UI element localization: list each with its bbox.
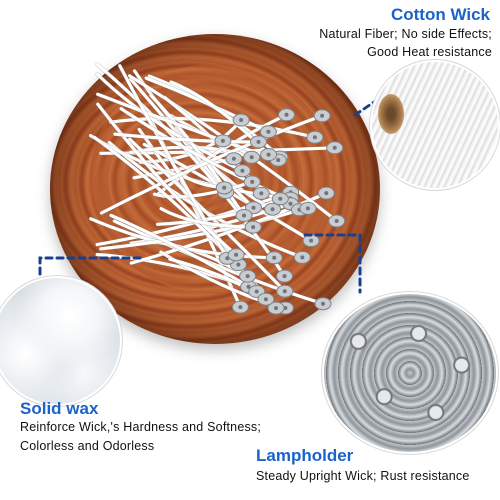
wick-disc-hole: [266, 152, 271, 157]
wick-strand: [95, 62, 287, 278]
wick-disc-hole: [250, 179, 255, 184]
wick-strand: [144, 76, 270, 134]
wick-disc-hole: [259, 191, 264, 196]
wick-disc-hole: [231, 156, 236, 161]
lamp-leader-line: [303, 233, 362, 294]
wick-disc-hole: [220, 138, 225, 143]
wick-disc-hole: [251, 225, 256, 230]
wick-disc-hole: [251, 205, 256, 210]
wick-disc-hole: [270, 207, 275, 212]
wick-strand: [113, 132, 261, 144]
cotton-wick-title: Cotton Wick: [390, 5, 490, 24]
wick-disc-hole: [274, 306, 278, 311]
wick-strand: [149, 93, 246, 218]
wick-disc-hole: [234, 252, 239, 257]
wick-disc-hole: [288, 201, 293, 206]
cotton-wick-desc-line2: Good Heat resistance: [367, 45, 492, 59]
wick-disc-hole: [236, 262, 241, 267]
solid-wax-title: Solid wax: [20, 399, 99, 418]
wick-strand: [129, 191, 328, 265]
wick-disc-hole: [256, 139, 261, 144]
lampholder-desc-line1: Steady Upright Wick; Rust resistance: [256, 469, 470, 483]
wick-disc-hole: [312, 135, 317, 140]
lampholder-title: Lampholder: [256, 446, 354, 465]
wick-disc-hole: [276, 158, 281, 163]
wick-disc-hole: [242, 213, 246, 218]
wick-strand: [112, 219, 325, 306]
wick-strand: [99, 114, 324, 215]
wick-strand: [159, 207, 255, 229]
wick-disc-hole: [263, 297, 268, 302]
wick-disc-hole: [240, 168, 245, 173]
wax-leader-line: [38, 256, 142, 284]
wick-disc-hole: [309, 238, 314, 243]
cotton-thread-spool-photo: [370, 60, 500, 190]
wick-disc-hole: [321, 301, 325, 306]
solid-wax-desc-line2: Colorless and Odorless: [20, 439, 155, 453]
wick-strand: [96, 102, 238, 257]
wick-strand: [155, 113, 289, 197]
wick-disc-hole: [282, 289, 287, 294]
wick-disc-hole: [239, 118, 244, 122]
wick-disc-hole: [246, 284, 251, 289]
wick-disc-hole: [324, 191, 329, 196]
wick-disc-hole: [238, 305, 243, 310]
wick-disc-hole: [222, 185, 227, 190]
wick-disc-hole: [249, 155, 254, 160]
wick-disc-hole: [278, 196, 283, 201]
wick-disc-hole: [305, 206, 310, 211]
spool-core: [378, 94, 404, 134]
wick-strand: [152, 180, 254, 199]
wick-disc-hole: [320, 113, 325, 118]
wick-strand: [128, 137, 287, 293]
wick-disc-hole: [266, 129, 271, 134]
wick-disc-hole: [245, 274, 250, 279]
wick-disc-hole: [282, 274, 287, 279]
wick-strand: [109, 213, 259, 294]
solid-wax-photo: [0, 276, 122, 406]
cotton-wick-desc-line1: Natural Fiber; No side Effects;: [319, 27, 492, 41]
wick-strand: [95, 72, 244, 173]
wick-disc-hole: [272, 255, 277, 260]
wick-strand: [109, 116, 317, 139]
wick-disc-hole: [332, 145, 337, 150]
metal-lampholder-tabs-photo: [322, 292, 498, 454]
solid-wax-desc-line1: Reinforce Wick,'s Hardness and Softness;: [20, 420, 262, 434]
cotton-leader-line: [353, 76, 410, 117]
wick-disc-hole: [334, 219, 339, 223]
wick-disc-hole: [284, 112, 289, 117]
wick-strand: [95, 190, 293, 247]
wick-disc-hole: [300, 255, 305, 260]
wick-disc-hole: [254, 289, 259, 294]
